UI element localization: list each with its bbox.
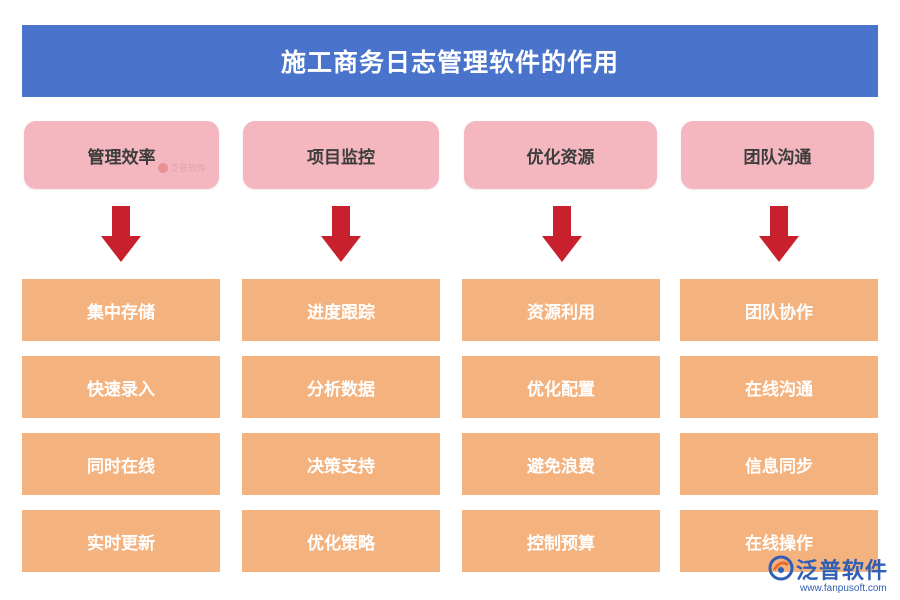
- down-arrow-icon: [321, 206, 361, 262]
- item-box: 优化配置: [462, 356, 660, 418]
- brand-logo: 泛普软件 www.fanpusoft.com: [768, 553, 893, 597]
- item-box: 避免浪费: [462, 433, 660, 495]
- item-box: 团队协作: [680, 279, 878, 341]
- item-box: 快速录入: [22, 356, 220, 418]
- category-box: 优化资源: [464, 121, 657, 189]
- item-box: 进度跟踪: [242, 279, 440, 341]
- category-box: 管理效率: [24, 121, 219, 189]
- fanpu-logo-icon: [768, 555, 794, 581]
- watermark-text: 泛普软件: [170, 164, 207, 174]
- item-box: 集中存储: [22, 279, 220, 341]
- item-box: 控制预算: [462, 510, 660, 572]
- brand-url: www.fanpusoft.com: [800, 583, 887, 594]
- watermark: 泛普软件: [158, 161, 206, 174]
- item-box: 同时在线: [22, 433, 220, 495]
- down-arrow-icon: [101, 206, 141, 262]
- item-box: 资源利用: [462, 279, 660, 341]
- brand-name: 泛普软件: [796, 559, 889, 584]
- item-box: 在线沟通: [680, 356, 878, 418]
- down-arrow-icon: [542, 206, 582, 262]
- watermark-logo-icon: [158, 162, 168, 173]
- category-box: 项目监控: [243, 121, 439, 189]
- item-box: 信息同步: [680, 433, 878, 495]
- item-box: 在线操作: [680, 510, 878, 572]
- item-box: 优化策略: [242, 510, 440, 572]
- page-title: 施工商务日志管理软件的作用: [22, 25, 878, 97]
- item-box: 实时更新: [22, 510, 220, 572]
- down-arrow-icon: [759, 206, 799, 262]
- category-box: 团队沟通: [681, 121, 874, 189]
- item-box: 分析数据: [242, 356, 440, 418]
- item-box: 决策支持: [242, 433, 440, 495]
